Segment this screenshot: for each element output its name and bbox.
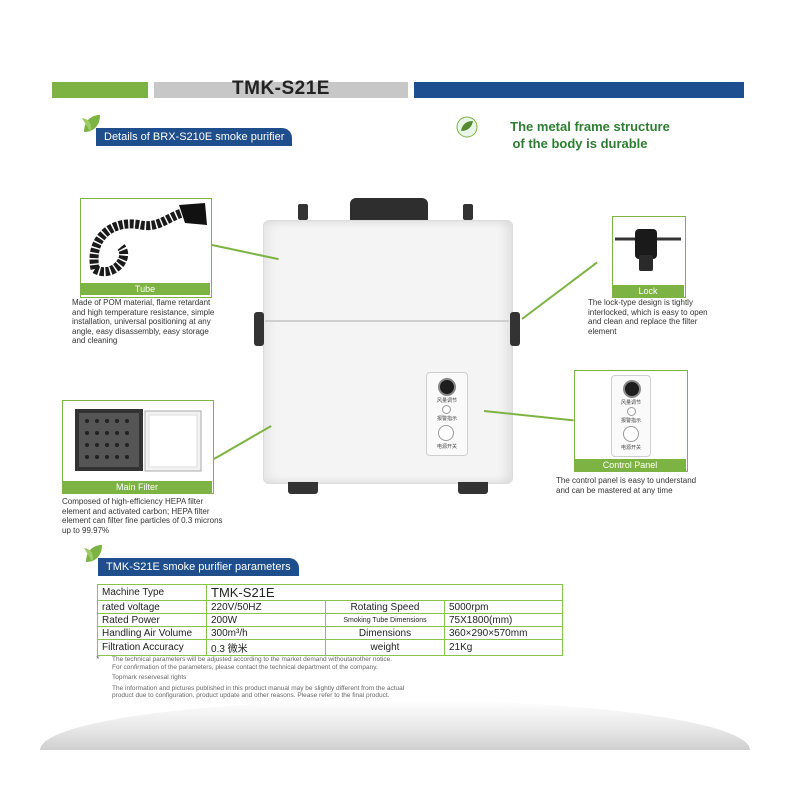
header-bar-gray	[154, 82, 408, 98]
notes-block: The technical parameters will be adjuste…	[112, 656, 752, 700]
latch-left	[254, 312, 264, 346]
filter-description: Composed of high-efficiency HEPA filter …	[62, 497, 282, 535]
machine-control-panel: 风量调节 报警指示 电源开关	[426, 372, 468, 456]
tube-illustration	[89, 203, 207, 276]
control-desc-line: The control panel is easy to understand	[556, 476, 697, 485]
control-photo-frame: 风量调节 报警指示 电源开关 Control Panel	[574, 370, 688, 472]
param-label: Filtration Accuracy	[97, 639, 207, 656]
tube-desc-line: Made of POM material, flame retardant	[72, 298, 211, 307]
tube-desc-line: and high temperature resistance, simple	[72, 307, 215, 317]
tube-desc-line: installation, universal positioning at a…	[72, 317, 211, 326]
alarm-label: 报警指示	[436, 416, 457, 422]
filter-photo-frame: Main Filter	[62, 400, 214, 494]
parameters-table: Machine Type TMK-S21E rated voltage 220V…	[97, 584, 563, 656]
foot-right	[458, 482, 488, 494]
lock-desc-line: and clean and replace the filter	[588, 317, 698, 326]
lock-illustration	[615, 229, 681, 271]
leaf-icon	[82, 115, 100, 132]
param-label: Rotating Speed	[325, 600, 445, 614]
table-row: Rated Power 200W Smoking Tube Dimensions…	[97, 613, 563, 627]
note-line: The technical parameters will be adjuste…	[112, 656, 393, 663]
lock-desc-line: The lock-type design is tightly	[588, 298, 693, 307]
alarm-light	[442, 405, 451, 414]
control-desc-line: and can be mastered at any time	[556, 485, 673, 495]
tube-caption: Tube	[80, 283, 210, 295]
table-row: Handling Air Volume 300m³/h Dimensions 3…	[97, 626, 563, 640]
param-value: 75X1800(mm)	[444, 613, 563, 627]
param-value: 21Kg	[444, 639, 563, 656]
frame-heading-line1: The metal frame structure	[510, 119, 670, 134]
top-knob-right	[463, 204, 473, 220]
param-label: Handling Air Volume	[97, 626, 207, 640]
param-label: Smoking Tube Dimensions	[325, 613, 445, 627]
wind-dial[interactable]	[438, 378, 456, 396]
filter-illustration	[75, 409, 202, 472]
leaf-badge-icon	[456, 116, 478, 138]
filter-desc-line: element and activated carbon; HEPA filte…	[62, 506, 210, 516]
frame-heading-line2: of the body is durable	[512, 136, 648, 151]
table-row: Machine Type TMK-S21E	[97, 584, 563, 601]
param-value: 5000rpm	[444, 600, 563, 614]
lock-desc-line: interlocked, which is easy to open	[588, 307, 708, 317]
filter-caption: Main Filter	[62, 481, 212, 493]
param-label: weight	[325, 639, 445, 656]
note-line: product due to configuration, product up…	[112, 692, 390, 699]
body-seam	[265, 320, 509, 322]
control-caption: Control Panel	[574, 459, 686, 471]
control-description: The control panel is easy to understand …	[556, 476, 756, 495]
param-value: 360×290×570mm	[444, 626, 563, 640]
param-label: Machine Type	[97, 584, 207, 601]
param-value: 0.3 微米	[206, 639, 326, 656]
top-knob-left	[298, 204, 308, 220]
foot-left	[288, 482, 318, 494]
param-value: TMK-S21E	[206, 584, 563, 601]
header-bar-green	[52, 82, 148, 98]
tube-photo-frame: Tube	[80, 198, 212, 298]
lock-photo-frame: Lock	[612, 216, 686, 298]
closeup-alarm-label: 报警指示	[620, 418, 641, 424]
lock-connector-line	[521, 261, 598, 320]
lock-description: The lock-type design is tightly interloc…	[588, 298, 748, 336]
lock-caption: Lock	[612, 285, 684, 297]
wind-label: 风量调节	[436, 398, 457, 404]
header-bar-blue	[414, 82, 744, 98]
param-label: Rated Power	[97, 613, 207, 627]
param-label: rated voltage	[97, 600, 207, 614]
filter-desc-line: Composed of high-efficiency HEPA filter	[62, 497, 204, 506]
model-title: TMK-S21E	[232, 78, 330, 99]
power-label: 电源开关	[436, 444, 457, 450]
lock-desc-line: element	[588, 326, 617, 336]
closeup-wind-dial	[623, 380, 641, 398]
filter-desc-line: element can filter fine particles of 0.3…	[62, 516, 223, 525]
param-value: 220V/50HZ	[206, 600, 326, 614]
params-leaf-icon	[84, 545, 102, 562]
power-switch[interactable]	[438, 425, 454, 441]
note-line: For confirmation of the parameters, plea…	[112, 663, 378, 671]
param-value: 200W	[206, 613, 326, 627]
details-title: Details of BRX-S210E smoke purifier	[96, 128, 293, 146]
param-value: 300m³/h	[206, 626, 326, 640]
control-panel-closeup: 风量调节 报警指示 电源开关	[611, 375, 651, 457]
params-title: TMK-S21E smoke purifier parameters	[98, 558, 299, 576]
tube-desc-line: angle, easy disassembly, easy storage	[72, 326, 209, 336]
note-line: The information and pictures published i…	[112, 684, 405, 692]
purifier-body	[263, 220, 513, 484]
tube-desc-line: and cleaning	[72, 336, 118, 345]
latch-right	[510, 312, 520, 346]
table-row: rated voltage 220V/50HZ Rotating Speed 5…	[97, 600, 563, 614]
filter-desc-line: up to 99.97%	[62, 525, 110, 535]
exhaust-vent	[350, 198, 428, 222]
closeup-wind-label: 风量调节	[620, 400, 641, 406]
closeup-power-switch	[623, 426, 639, 442]
table-row: Filtration Accuracy 0.3 微米 weight 21Kg	[97, 639, 563, 656]
param-label: Dimensions	[325, 626, 445, 640]
note-rights: Topmark reservesal rights	[112, 674, 187, 681]
tube-description: Made of POM material, flame retardant an…	[72, 298, 282, 346]
note-star: *	[96, 654, 100, 664]
bottom-shadow-arc	[40, 700, 750, 750]
closeup-alarm-light	[627, 407, 636, 416]
closeup-power-label: 电源开关	[620, 445, 641, 451]
